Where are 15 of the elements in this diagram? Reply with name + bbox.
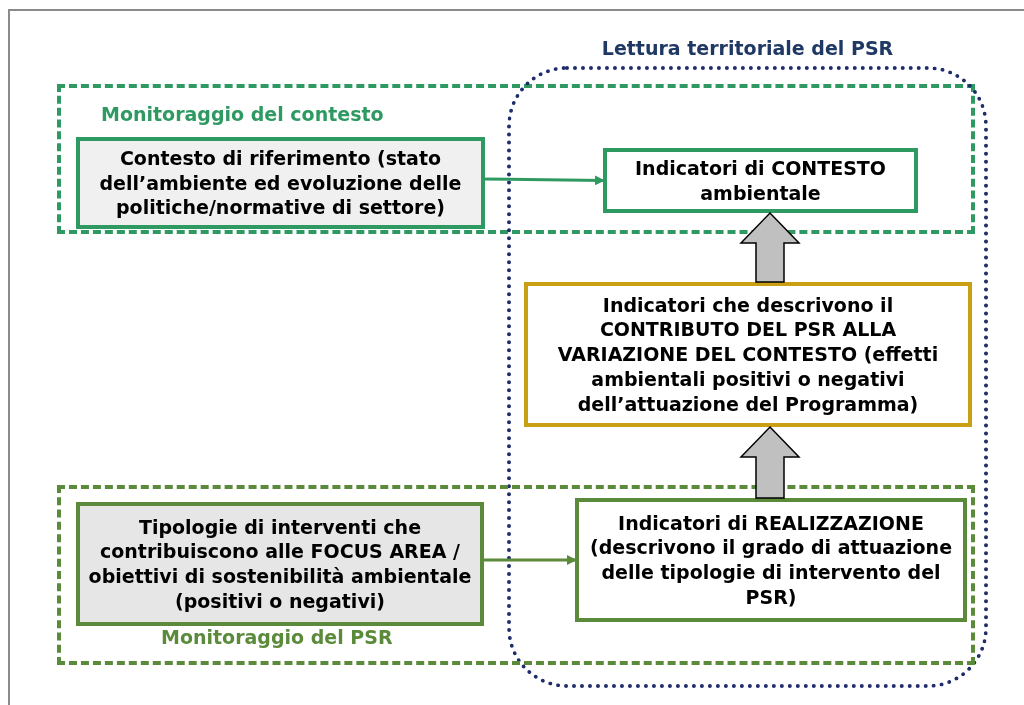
group-heading: Monitoraggio del contesto xyxy=(101,102,384,127)
block-arrow xyxy=(739,425,801,499)
block-arrow xyxy=(739,211,801,283)
process-box xyxy=(76,137,485,229)
group-heading: Monitoraggio del PSR xyxy=(161,624,393,650)
region-heading: Lettura territoriale del PSR xyxy=(600,36,895,61)
box-text: Tipologie di interventi che contribuiscono alle FOCUS AREA / obiettivi di sostenibilità ambientale (positivi o negativi) xyxy=(87,514,473,614)
indicator-box xyxy=(603,148,918,213)
box-text: Contesto di riferimento (stato dell’ambiente ed evoluzione delle politiche/normative di settore) xyxy=(98,145,463,221)
box-text: Indicatori che descrivono il CONTRIBUTO DEL PSR ALLA VARIAZIONE DEL CONTESTO (effetti ambientali positivi o negativi dell’attuazione del Programma) xyxy=(556,292,940,417)
indicator-box xyxy=(575,498,967,622)
box-text: Indicatori di REALIZZAZIONE (descrivono il grado di attuazione delle tipologie di intervento del PSR) xyxy=(588,510,954,610)
indicator-box xyxy=(524,282,972,427)
process-box xyxy=(76,502,484,626)
box-text: Indicatori di CONTESTO ambientale xyxy=(634,155,887,206)
